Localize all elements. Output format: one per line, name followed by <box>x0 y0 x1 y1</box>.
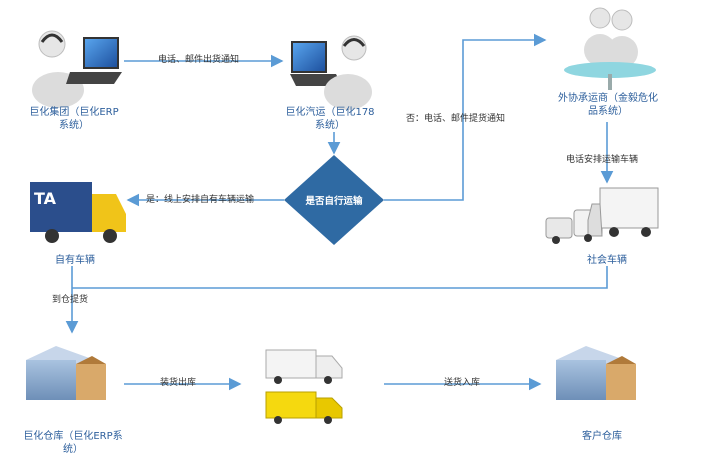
truck-logo-text: TA <box>34 189 57 208</box>
operator-icon-group <box>32 30 122 108</box>
edge-label-deliver-in: 送货入库 <box>444 378 481 388</box>
node-label-juhua-group: 巨化集团（巨化ERP 系统） <box>29 107 119 131</box>
own-truck-icon: TA <box>30 182 126 243</box>
node-label-contractor: 外协承运商（金毅危化 品系统） <box>558 93 658 117</box>
social-trucks-icon <box>545 187 659 244</box>
operator-icon-auto <box>290 35 372 110</box>
edge-label-arrange-vehicle: 电话安排运输车辆 <box>566 155 639 165</box>
decision-label: 是否自行运输 <box>305 196 363 207</box>
arrow-social-to-warehouse <box>72 266 608 289</box>
arrow-decision-to-contractor <box>384 33 547 201</box>
meeting-icon <box>564 7 656 90</box>
node-label-customer-warehouse: 客户仓库 <box>582 431 622 442</box>
warehouse-icon-customer <box>556 346 636 400</box>
edge-label-to-warehouse: 到仓提货 <box>52 295 89 305</box>
node-label-juhua-warehouse: 巨化仓库（巨化ERP系 统） <box>23 431 123 455</box>
warehouse-icon-juhua <box>26 346 106 400</box>
decision-diamond <box>284 155 384 245</box>
edge-label-notify-shipment: 电话、邮件出货通知 <box>158 55 240 65</box>
edge-label-load-out: 装货出库 <box>160 378 197 388</box>
edge-label-yes-online: 是：线上安排自有车辆运输 <box>146 195 255 205</box>
node-label-social-vehicle: 社会车辆 <box>587 255 627 266</box>
edge-label-no-notify: 否：电话、邮件提货通知 <box>406 114 506 124</box>
vans-icon <box>265 349 343 424</box>
node-label-own-vehicle: 自有车辆 <box>55 255 95 266</box>
node-label-juhua-auto: 巨化汽运（巨化178 系统） <box>285 107 375 131</box>
